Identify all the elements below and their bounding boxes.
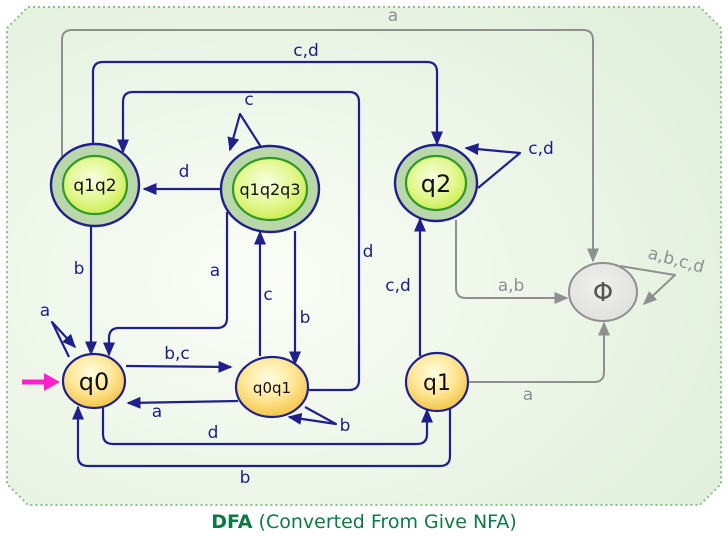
edge-q1q2-to-q2 (91, 60, 443, 146)
edge-phi-self-loop (619, 265, 676, 306)
states: q1q2 q1q2q3 q2 q0 q0q1 q1 Φ (49, 142, 638, 419)
state-q1-circle (404, 351, 470, 413)
edge-label-q0q1-to-q1q2q3: c (263, 285, 272, 305)
edge-label-q0-self: a (40, 301, 50, 321)
state-q1q2: q1q2 (49, 142, 141, 228)
state-q0-circle (61, 352, 127, 410)
edge-label-q1q2-to-q0: b (74, 259, 85, 279)
frame-background (6, 6, 722, 506)
state-q0-label: q0 (79, 368, 110, 396)
state-q0: q0 (61, 352, 127, 410)
state-q2-inner-circle (404, 154, 468, 212)
state-q1q2-inner-circle (61, 154, 129, 216)
state-q1q2-label: q1q2 (73, 176, 116, 196)
edge-q0-to-q0q1 (125, 360, 233, 373)
edge-label-q2-self: c,d (528, 139, 554, 159)
edge-q1q2q3-self-loop (227, 112, 262, 152)
navy-transitions (50, 60, 522, 468)
edge-label-q0q1-to-q1q2: d (363, 242, 374, 262)
edge-label-q0q1-self: b (340, 416, 351, 436)
edge-q0q1-to-q0 (126, 396, 239, 409)
state-q1q2q3-label: q1q2q3 (239, 180, 300, 199)
edge-q2-to-phi (455, 220, 569, 304)
state-q1-label: q1 (423, 371, 451, 396)
edge-q1-to-phi (468, 321, 610, 383)
edge-label-q1-to-phi: a (523, 385, 533, 405)
state-q0q1-circle (234, 355, 310, 419)
edge-label-q1q2q3-to-q1q2: d (179, 162, 190, 182)
state-q1q2q3: q1q2q3 (219, 144, 321, 234)
edge-label-q1q2q3-self: c (244, 90, 253, 110)
state-q1q2q3-inner-circle (231, 156, 309, 222)
state-q1: q1 (404, 351, 470, 413)
caption: DFA (Converted From Give NFA) (211, 511, 517, 533)
edge-label-q2-to-phi: a,b (498, 276, 525, 296)
edge-label-q1-to-q2: c,d (385, 276, 411, 296)
edge-q0q1-self-loop (287, 406, 338, 426)
edge-q0-to-q1 (101, 407, 433, 446)
edge-q1-to-q0 (72, 405, 452, 468)
edge-label-q0-to-q0q1: b,c (164, 344, 190, 364)
state-q2: q2 (393, 143, 479, 223)
edge-label-q1-to-q0: b (240, 468, 251, 488)
edge-q2-self-loop (464, 143, 522, 189)
state-phi-circle (568, 262, 638, 322)
edge-q0q1-to-q1q2 (117, 90, 361, 392)
edge-q1q2-to-phi (61, 29, 599, 263)
state-q0q1-label: q0q1 (253, 379, 291, 397)
state-q0q1: q0q1 (234, 355, 310, 419)
edge-label-q1q2-to-q2: c,d (293, 41, 319, 61)
edge-label-q1q2q3-to-q0: a (210, 261, 220, 281)
gray-transitions (61, 29, 676, 383)
edge-q0-self-loop (50, 320, 77, 358)
edge-label-q0q1-to-q0: a (152, 402, 162, 422)
caption-title: DFA (211, 511, 253, 533)
start-arrow (22, 373, 60, 391)
state-phi-dead: Φ (568, 262, 638, 322)
edge-label-q1q2q3-to-q0q1: b (300, 308, 311, 328)
edge-labels: a c,d c c,d d a,b,c,d b a d c,d a,b c b … (40, 6, 707, 488)
caption-subtitle: (Converted From Give NFA) (259, 511, 517, 533)
state-phi-label: Φ (593, 278, 613, 308)
edge-q1q2q3-to-q0 (103, 212, 229, 357)
edge-label-q0-to-q1: d (208, 423, 219, 443)
edge-label-q1q2-to-phi: a (388, 6, 398, 26)
state-q2-label: q2 (421, 170, 452, 198)
